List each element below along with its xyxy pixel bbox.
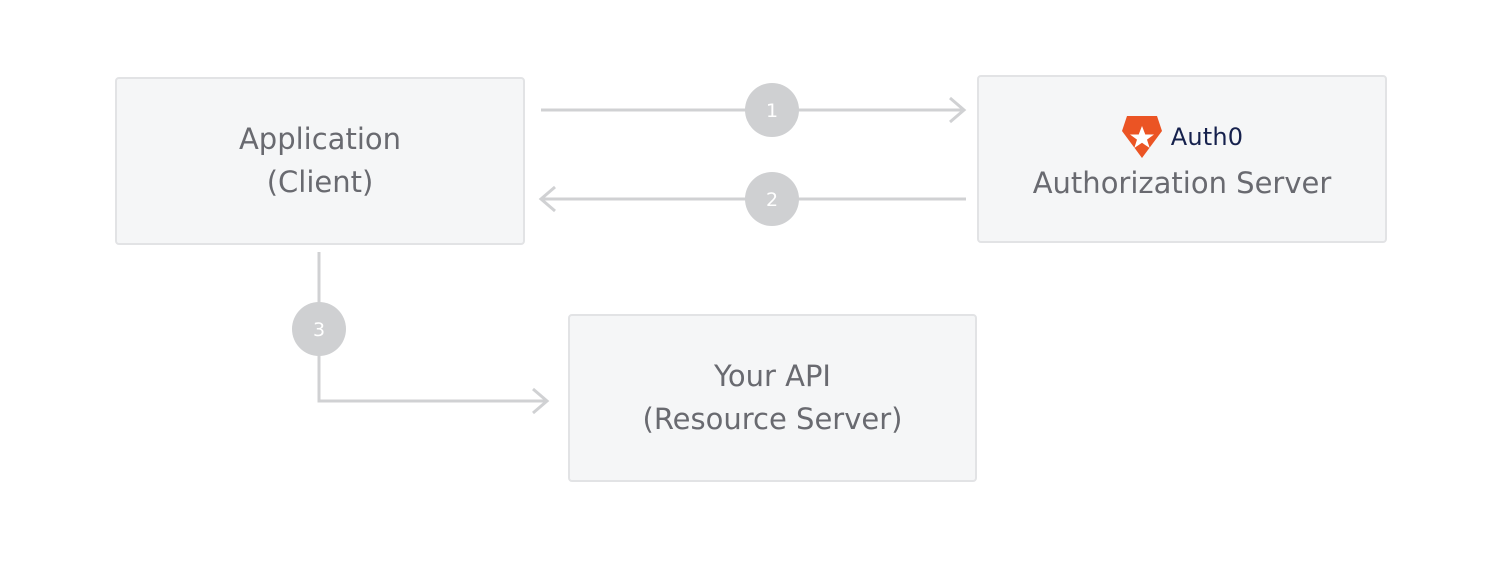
step-badge-1: 1 [745,83,799,137]
step-badge-3: 3 [292,302,346,356]
arrow-step-3 [317,252,550,415]
auth0-brand-name: Auth0 [1170,122,1244,151]
api-node: Your API (Resource Server) [568,314,977,482]
client-title: Application [238,122,402,156]
step-number-2: 2 [766,189,778,211]
step-number-1: 1 [766,100,778,122]
auth0-logo: Auth0 [1121,114,1244,160]
client-subtitle: (Client) [266,165,374,199]
authorization-server-node: Auth0 Authorization Server [977,75,1387,243]
client-node: Application (Client) [115,77,525,245]
api-subtitle: (Resource Server) [642,402,903,436]
step-number-3: 3 [313,319,325,341]
step-badge-2: 2 [745,172,799,226]
auth0-shield-star-icon [1121,115,1162,158]
api-title: Your API [713,359,831,393]
authorization-server-label: Authorization Server [1032,165,1332,200]
